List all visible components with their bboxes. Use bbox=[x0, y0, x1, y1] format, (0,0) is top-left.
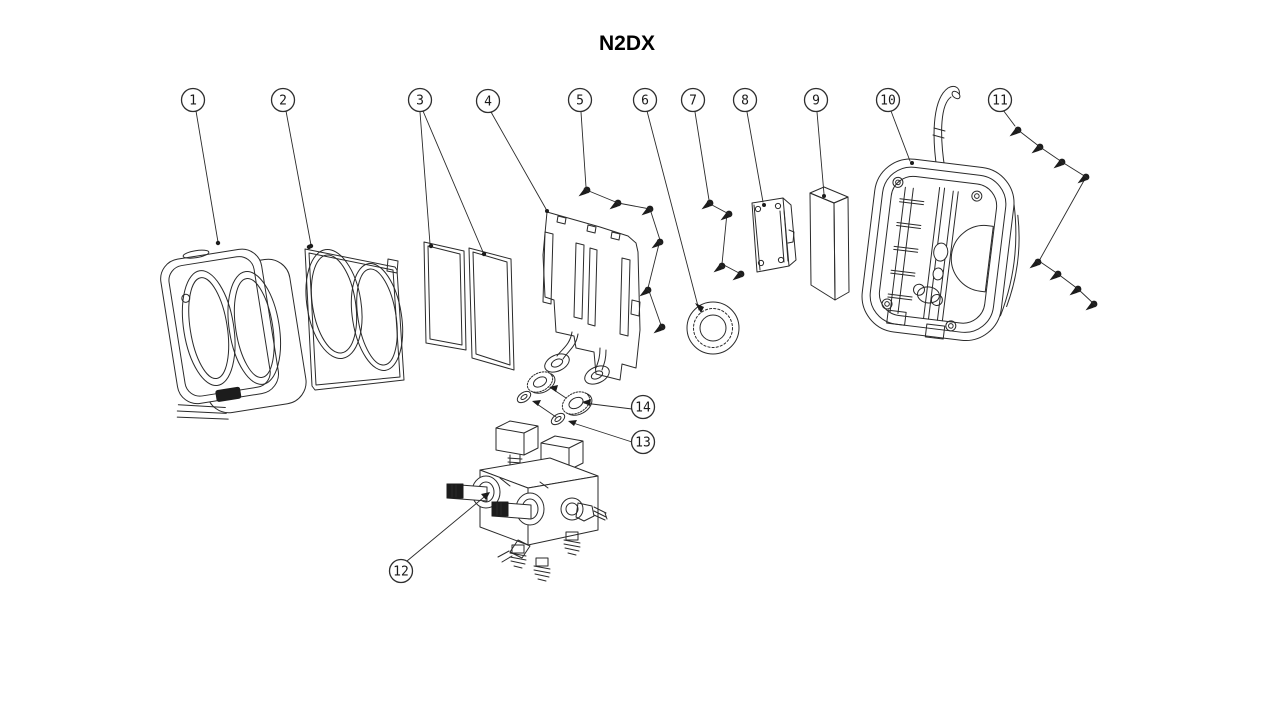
callout-6: 6 bbox=[632, 87, 658, 113]
part-bezel-frame bbox=[304, 244, 405, 391]
part-bracket-plate bbox=[751, 197, 797, 273]
svg-text:12: 12 bbox=[393, 565, 409, 580]
callout-2: 2 bbox=[270, 87, 296, 113]
callout-10: 10 bbox=[875, 87, 901, 113]
diagram-title: N2DX bbox=[599, 32, 655, 55]
part-block bbox=[809, 186, 850, 301]
callout-13: 13 bbox=[630, 429, 656, 455]
callout-11: 11 bbox=[987, 87, 1013, 113]
svg-text:2: 2 bbox=[279, 94, 287, 109]
part-screws-5 bbox=[578, 186, 666, 334]
svg-text:4: 4 bbox=[484, 95, 492, 110]
callout-14: 14 bbox=[630, 394, 656, 420]
part-screws-11 bbox=[1009, 126, 1098, 311]
part-chassis-plate bbox=[542, 211, 641, 385]
callout-12: 12 bbox=[388, 558, 414, 584]
part-valve-manifold bbox=[446, 420, 608, 582]
svg-text:8: 8 bbox=[741, 94, 749, 109]
callout-9: 9 bbox=[803, 87, 829, 113]
callout-8: 8 bbox=[732, 87, 758, 113]
svg-text:11: 11 bbox=[992, 94, 1008, 109]
svg-text:6: 6 bbox=[641, 94, 649, 109]
svg-text:14: 14 bbox=[635, 401, 651, 416]
part-rear-case bbox=[861, 85, 1020, 342]
svg-text:9: 9 bbox=[812, 94, 820, 109]
leader-lines bbox=[195, 109, 1016, 562]
callout-balloons: 1 2 3 4 5 6 7 8 9 10 11 12 13 14 bbox=[180, 87, 1013, 584]
svg-text:7: 7 bbox=[689, 94, 697, 109]
svg-text:5: 5 bbox=[576, 94, 584, 109]
svg-text:1: 1 bbox=[189, 94, 197, 109]
svg-text:3: 3 bbox=[416, 94, 424, 109]
part-screws-7 bbox=[701, 199, 745, 281]
svg-text:10: 10 bbox=[880, 94, 896, 109]
svg-text:13: 13 bbox=[635, 436, 651, 451]
callout-4: 4 bbox=[475, 88, 501, 114]
part-orings bbox=[516, 390, 566, 426]
callout-1: 1 bbox=[180, 87, 206, 113]
part-knurled-nuts bbox=[526, 371, 593, 416]
callout-3: 3 bbox=[407, 87, 433, 113]
callout-5: 5 bbox=[567, 87, 593, 113]
part-front-cover bbox=[160, 248, 307, 420]
part-coil-ring bbox=[686, 301, 740, 355]
callout-7: 7 bbox=[680, 87, 706, 113]
part-lens-panels bbox=[423, 241, 515, 371]
